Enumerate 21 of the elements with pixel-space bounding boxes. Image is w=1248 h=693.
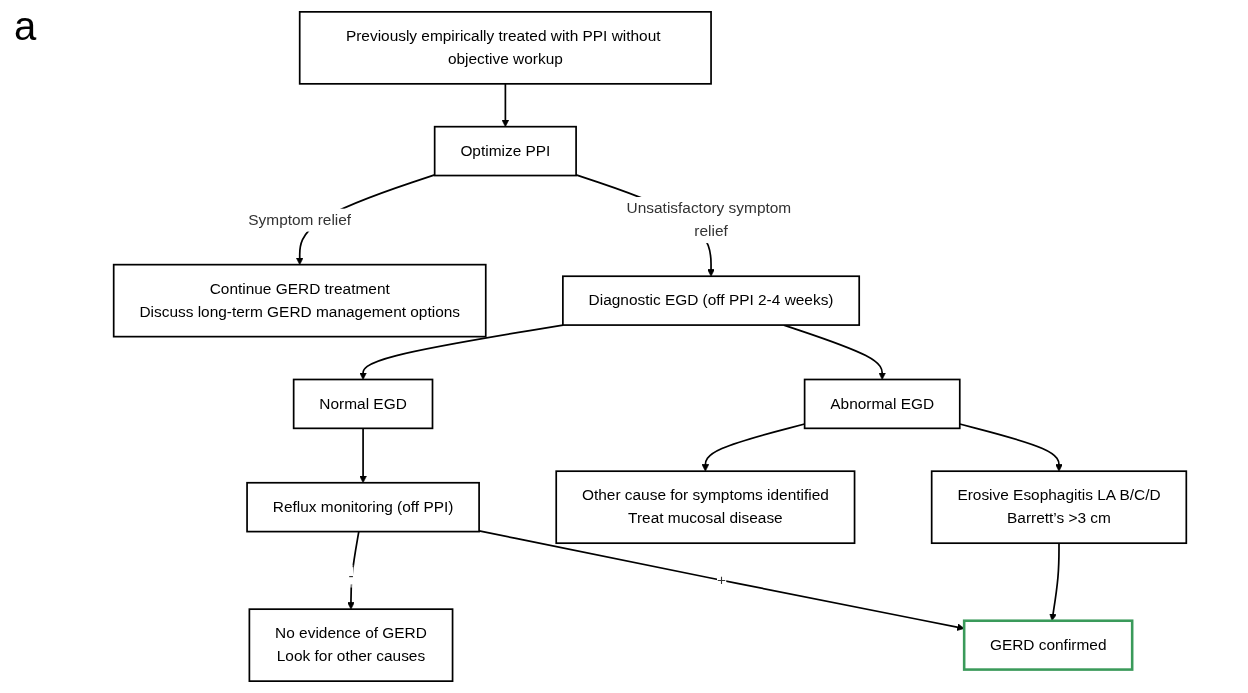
node-box: Abnormal EGD bbox=[803, 378, 961, 430]
edge-label: + bbox=[716, 571, 726, 589]
node-box: Erosive Esophagitis LA B/C/D Barrett’s >3 cm bbox=[930, 470, 1188, 545]
node-box: Normal EGD bbox=[292, 378, 434, 430]
arrow bbox=[501, 83, 510, 128]
edge-label: Unsatisfactory symptom relief bbox=[626, 199, 792, 240]
node-box: Continue GERD treatment Discuss long-term GERD management options bbox=[112, 263, 487, 338]
panel-letter: a bbox=[14, 4, 37, 49]
edge-label: - bbox=[348, 567, 354, 585]
arrow bbox=[359, 427, 367, 484]
node-box: No evidence of GERD Look for other causes bbox=[248, 608, 454, 682]
node-box: Reflux monitoring (off PPI) bbox=[246, 481, 480, 533]
edge-label: Symptom relief bbox=[248, 211, 352, 229]
node-box: Other cause for symptoms identified Treat mucosal disease bbox=[555, 470, 856, 545]
arrow bbox=[478, 530, 965, 631]
node-box: Previously empirically treated with PPI without objective workup bbox=[298, 11, 712, 85]
node-box: Diagnostic EGD (off PPI 2-4 weeks) bbox=[562, 275, 861, 326]
arrow bbox=[359, 324, 564, 380]
arrow bbox=[783, 324, 886, 380]
node-box: Optimize PPI bbox=[433, 125, 577, 177]
node-box: GERD confirmed bbox=[962, 619, 1134, 671]
